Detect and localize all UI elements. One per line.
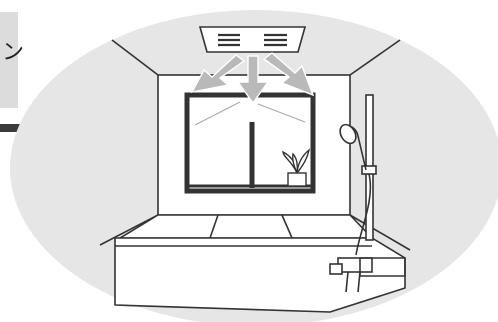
- floor-line-right: [349, 214, 411, 251]
- ventilation-fan-icon: [198, 26, 307, 53]
- airflow-arrow-icon: [190, 52, 315, 105]
- ceiling-line-left: [111, 39, 159, 76]
- plant-icon: [282, 148, 311, 187]
- side-tab-bar: [0, 124, 22, 132]
- shower-head-icon: [339, 94, 377, 256]
- side-tab-text: ン: [2, 40, 25, 65]
- bathtub-icon: [114, 237, 406, 313]
- faucet-icon: [329, 257, 406, 293]
- side-tab: ン: [0, 12, 24, 108]
- floor: [119, 214, 373, 239]
- ceiling-line-right: [349, 39, 401, 76]
